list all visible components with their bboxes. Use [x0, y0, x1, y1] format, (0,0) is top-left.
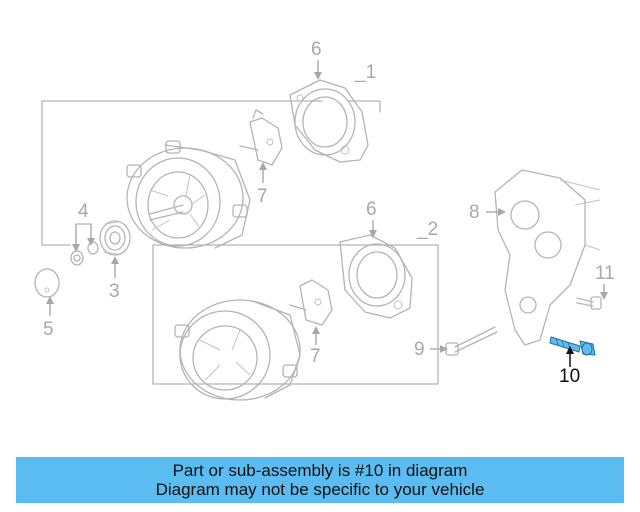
- rear-housing-lower: [339, 234, 413, 319]
- regulator-upper: [239, 109, 283, 166]
- callout-8: 8: [469, 202, 480, 223]
- alternator-lower: [174, 299, 301, 401]
- callout-3: 3: [109, 281, 120, 302]
- part-info-banner: Part or sub-assembly is #10 in diagram D…: [16, 457, 624, 503]
- callout-7-upper: 7: [257, 186, 268, 207]
- mounting-bracket: [494, 169, 601, 346]
- assembly-box-2: [152, 244, 439, 385]
- bolt-11: [576, 296, 602, 310]
- assembly-box-1-right: [347, 100, 381, 113]
- callout-9: 9: [414, 339, 425, 360]
- alternator-upper: [126, 140, 251, 249]
- callout-5: 5: [43, 319, 54, 340]
- banner-line-1: Part or sub-assembly is #10 in diagram: [172, 461, 468, 480]
- pulley: [99, 220, 131, 256]
- regulator-lower: [289, 279, 333, 326]
- callout-4: 4: [78, 201, 89, 222]
- callout-1: _1: [355, 62, 377, 83]
- bolt-10-highlighted[interactable]: [549, 336, 596, 356]
- callout-6-upper: 6: [311, 39, 322, 60]
- callout-10[interactable]: 10: [559, 366, 581, 387]
- callout-6-lower: 6: [366, 199, 377, 220]
- banner-line-2: Diagram may not be specific to your vehi…: [155, 480, 485, 499]
- dust-cap: [34, 268, 60, 298]
- rear-housing-upper: [289, 79, 369, 163]
- callout-7-lower: 7: [310, 346, 321, 367]
- callout-arrows: [46, 60, 608, 367]
- bolt-9: [445, 326, 498, 356]
- callout-2: _2: [417, 219, 439, 240]
- callout-11: 11: [595, 263, 615, 284]
- parts-diagram: [34, 60, 608, 401]
- assembly-box-1: [41, 100, 323, 246]
